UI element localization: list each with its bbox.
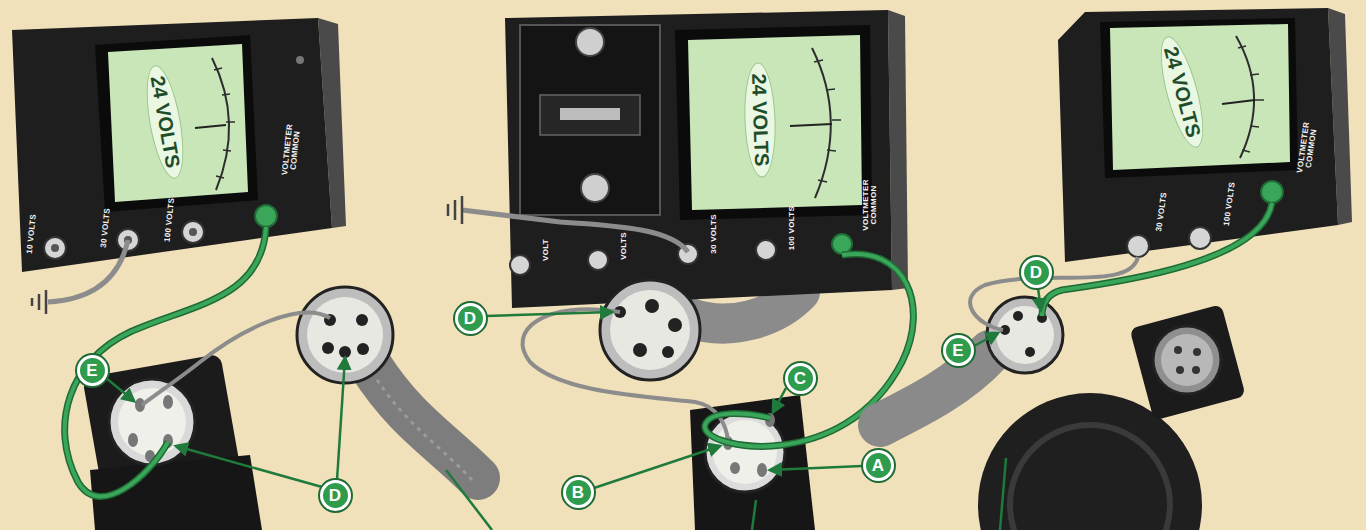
callout-text: D [464, 310, 476, 327]
right-voltmeter [880, 8, 1352, 530]
callout-text: B [572, 484, 584, 501]
callout-letter: C [785, 363, 816, 394]
callout-text: E [952, 342, 963, 359]
terminal-label: VOLTMETER COMMON [862, 179, 879, 231]
callout-letter: D [1021, 257, 1052, 288]
callout-letter: E [943, 335, 974, 366]
callout-letter: B [563, 477, 594, 508]
terminal-label: VOLT [542, 239, 550, 261]
terminal-label: 100 VOLTS [788, 206, 796, 250]
callout-text: D [329, 487, 341, 504]
callout-letter: A [863, 450, 894, 481]
middle-voltmeter [448, 10, 913, 530]
callout-text: A [872, 457, 884, 474]
terminal-label: VOLTS [620, 232, 628, 260]
leader-lines [106, 288, 1041, 530]
terminal-label: 30 VOLTS [710, 214, 718, 254]
callout-text: E [86, 362, 97, 379]
callout-text: C [794, 370, 806, 387]
left-voltmeter [12, 18, 478, 530]
callout-letter: D [455, 303, 486, 334]
callout-text: D [1030, 264, 1042, 281]
callout-letter: E [77, 355, 108, 386]
callout-letter: D [320, 480, 351, 511]
